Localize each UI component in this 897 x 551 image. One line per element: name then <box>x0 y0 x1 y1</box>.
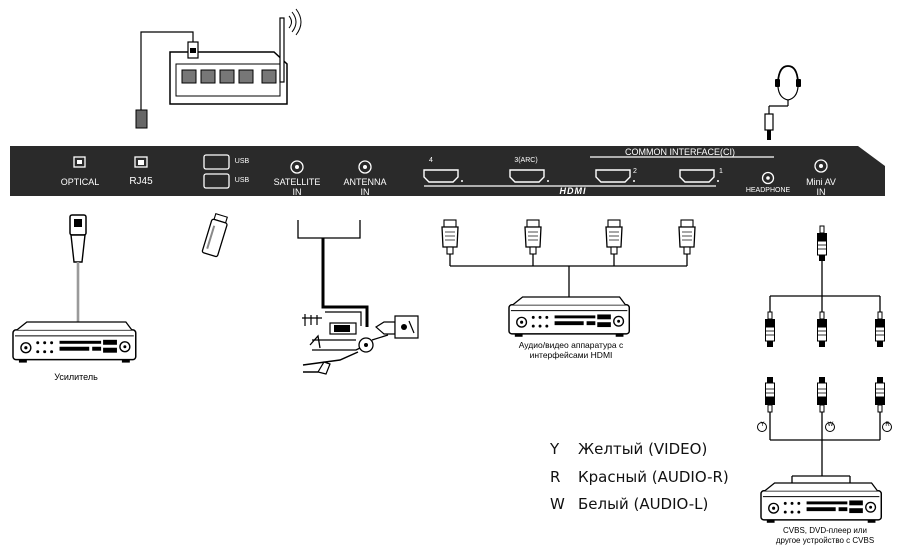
hdmi-port-icons <box>423 169 715 183</box>
rj45-label: RJ45 <box>129 176 153 187</box>
satellite-label: SATELLITE IN <box>268 177 326 197</box>
satellite-label-line2: IN <box>292 187 302 197</box>
router-icon <box>169 8 302 105</box>
hdmi2-label: 2 <box>633 168 637 175</box>
mini-av-label-line2: IN <box>816 187 826 197</box>
headphone-icon <box>764 65 801 140</box>
usb-stick-icon <box>201 212 228 258</box>
hdmi3-port-icon <box>509 169 545 183</box>
hdmi2-port-icon <box>595 169 631 183</box>
hdmi-device-caption-line1: Аудио/видео аппаратура с <box>518 340 624 350</box>
legend-row-white: W Белый (AUDIO-L) <box>550 495 708 513</box>
antenna-label-line2: IN <box>360 187 370 197</box>
hdmi1-port-icon <box>679 169 715 183</box>
ethernet-cable <box>135 31 199 129</box>
av-cables <box>757 225 892 484</box>
satellite-port-icon <box>290 160 304 174</box>
mini-av-label-line1: Mini AV <box>806 177 836 187</box>
hdmi4-label: 4 <box>429 157 433 164</box>
satellite-label-line1: SATELLITE <box>273 177 321 187</box>
connector-letter-r: R <box>885 422 890 428</box>
hdmi1-label: 1 <box>719 168 723 175</box>
optical-label: OPTICAL <box>60 177 100 187</box>
optical-cable <box>69 214 87 326</box>
legend-text: Белый (AUDIO-L) <box>578 495 709 513</box>
mini-av-label: Mini AV IN <box>797 177 845 197</box>
legend-row-yellow: Y Желтый (VIDEO) <box>550 440 707 458</box>
usb1-label: USB <box>234 158 250 165</box>
cvbs-caption-line1: CVBS, DVD-плеер или <box>783 526 867 535</box>
connector-letter-y: Y <box>760 422 765 428</box>
hdmi-device-caption: Аудио/видео аппаратура с интерфейсами HD… <box>486 340 656 360</box>
hdmi-cables <box>441 219 696 298</box>
legend-letter: R <box>550 468 561 486</box>
connector-letter-w: W <box>827 422 834 428</box>
hdmi-logo: HDMI <box>559 186 587 196</box>
amplifier-caption: Усилитель <box>54 372 98 382</box>
cvbs-device-icon <box>760 482 883 524</box>
legend-text: Красный (AUDIO-R) <box>578 468 729 486</box>
hdmi-port-dots <box>461 180 719 182</box>
legend-text: Желтый (VIDEO) <box>578 440 708 458</box>
legend-row-red: R Красный (AUDIO-R) <box>550 468 729 486</box>
antenna-label: ANTENNA IN <box>338 177 392 197</box>
hdmi-device-icon <box>508 296 631 338</box>
amplifier-icon <box>12 321 137 364</box>
mini-av-port-icon <box>814 159 828 173</box>
usb2-label: USB <box>234 177 250 184</box>
cvbs-device-caption: CVBS, DVD-плеер или другое устройство с … <box>757 526 893 545</box>
antenna-port-icon <box>358 160 372 174</box>
antenna-label-line1: ANTENNA <box>343 177 387 187</box>
usb2-port-icon <box>203 173 230 189</box>
headphone-label: HEADPHONE <box>745 187 791 194</box>
optical-port-icon <box>73 156 86 168</box>
hdmi-device-caption-line2: интерфейсами HDMI <box>529 350 613 360</box>
rj45-port-icon <box>134 156 148 168</box>
common-interface-label: COMMON INTERFACE(CI) <box>625 147 735 157</box>
usb1-port-icon <box>203 154 230 170</box>
legend-letter: Y <box>550 440 560 458</box>
hdmi4-port-icon <box>423 169 459 183</box>
legend-letter: W <box>550 495 565 513</box>
cvbs-caption-line2: другое устройство с CVBS <box>775 535 875 545</box>
satellite-antenna-wiring <box>297 220 419 375</box>
hdmi3-label: 3(ARC) <box>514 157 538 164</box>
headphone-port-icon <box>761 171 775 185</box>
